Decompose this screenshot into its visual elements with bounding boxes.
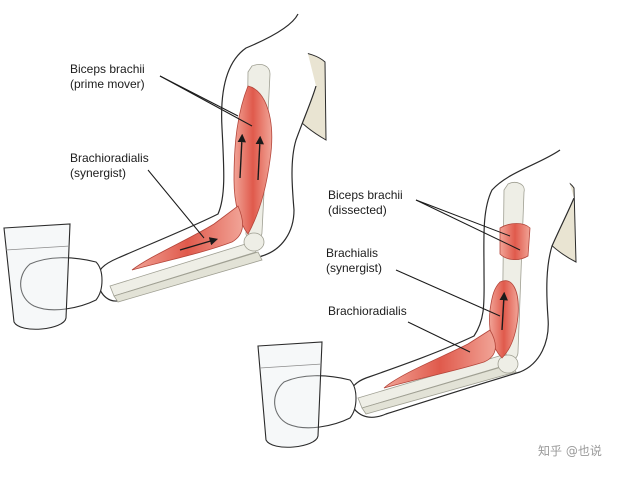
brachioradialis-name: Brachioradialis (328, 304, 407, 318)
watermark: 知乎 @也说 (538, 444, 602, 458)
elbow-joint (243, 232, 265, 252)
glass-liquid-line (259, 363, 323, 369)
brachialis-role: (synergist) (326, 261, 383, 275)
leader-line (147, 169, 205, 239)
biceps-brachii-name: Biceps brachii (328, 188, 403, 202)
contraction-arrow (179, 237, 219, 251)
brachialis-name: Brachialis (326, 246, 379, 260)
hand-shape (274, 375, 357, 429)
arm-figure-dissected (257, 149, 577, 448)
ulna-bone (361, 363, 517, 415)
brachialis-label: Brachialis (synergist) (326, 246, 382, 276)
biceps-brachii-label: Biceps brachii (prime mover) (70, 62, 145, 92)
leader-line (159, 75, 239, 117)
biceps-brachii-dissected-label: Biceps brachii (dissected) (328, 188, 403, 218)
leader-line (415, 199, 511, 237)
elbow-joint (497, 354, 519, 374)
contraction-arrow (499, 291, 508, 331)
leader-line (415, 199, 521, 251)
brachioradialis-muscle (131, 205, 243, 271)
radius-bone (109, 241, 257, 297)
biceps-brachii-dissected-muscle (499, 223, 531, 260)
drinking-glass (3, 223, 71, 330)
arm-figure-prime-mover (3, 13, 327, 330)
contraction-arrow (237, 133, 246, 179)
drinking-glass (257, 341, 323, 448)
leader-line (407, 321, 471, 353)
glass-liquid-line (5, 245, 71, 251)
biceps-brachii-name: Biceps brachii (70, 62, 145, 76)
brachialis-muscle (489, 280, 519, 359)
brachioradialis-label-2: Brachioradialis (328, 304, 407, 319)
biceps-brachii-muscle (233, 85, 273, 235)
contraction-arrow (255, 135, 264, 181)
brachioradialis-muscle (383, 329, 496, 389)
brachioradialis-name: Brachioradialis (70, 151, 149, 165)
ulna-bone (113, 251, 263, 303)
leader-line (395, 269, 501, 317)
hand-shape (20, 257, 103, 311)
biceps-brachii-role: (dissected) (328, 203, 387, 217)
brachioradialis-label: Brachioradialis (synergist) (70, 151, 149, 181)
brachioradialis-role: (synergist) (70, 166, 127, 180)
biceps-brachii-role: (prime mover) (70, 77, 145, 91)
